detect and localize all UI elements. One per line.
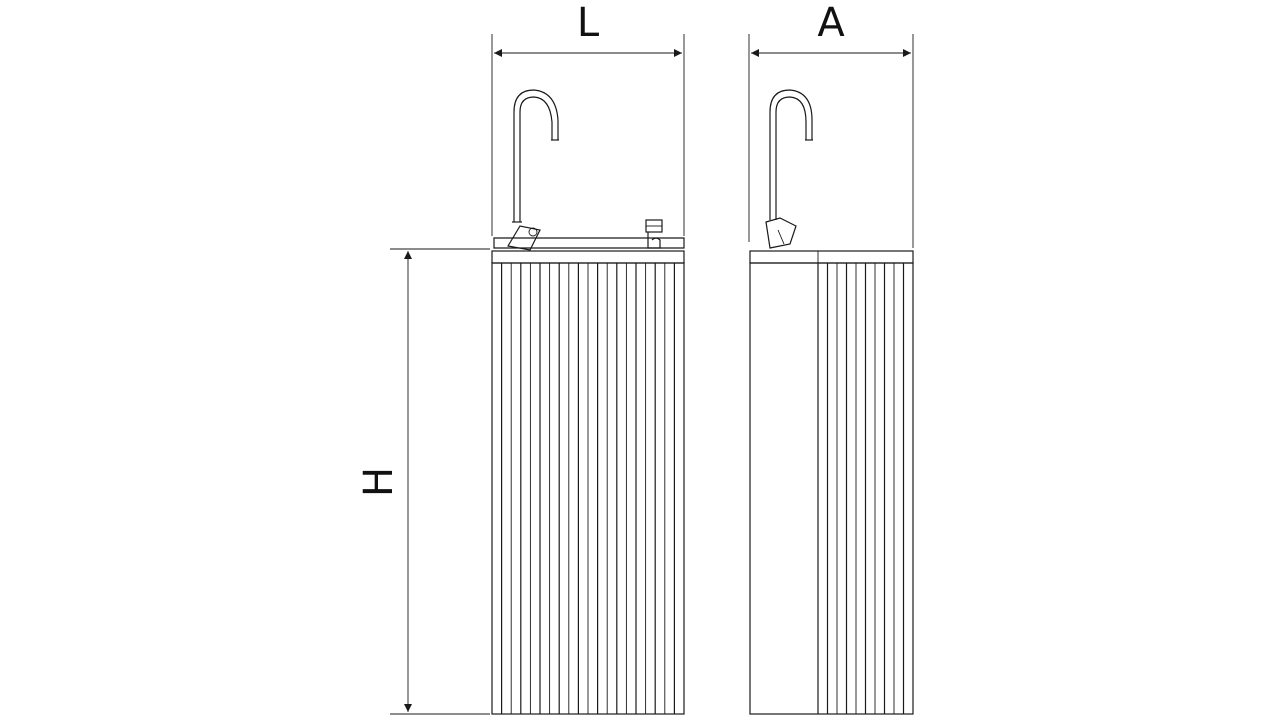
side-cabinet [749,262,914,715]
side-top-rim [749,250,914,264]
front-top-rim [491,250,685,264]
width-label: L [577,0,600,46]
front-cabinet-ribs [501,263,676,714]
height-label: H [356,467,402,497]
depth-label: A [817,0,845,46]
side-view: A [748,0,914,715]
front-bubbler [645,219,663,249]
height-dimension: H [356,248,490,715]
front-faucet [507,89,559,251]
front-view: L [491,0,685,715]
side-faucet [765,89,813,249]
side-cabinet-ribs [826,263,905,714]
